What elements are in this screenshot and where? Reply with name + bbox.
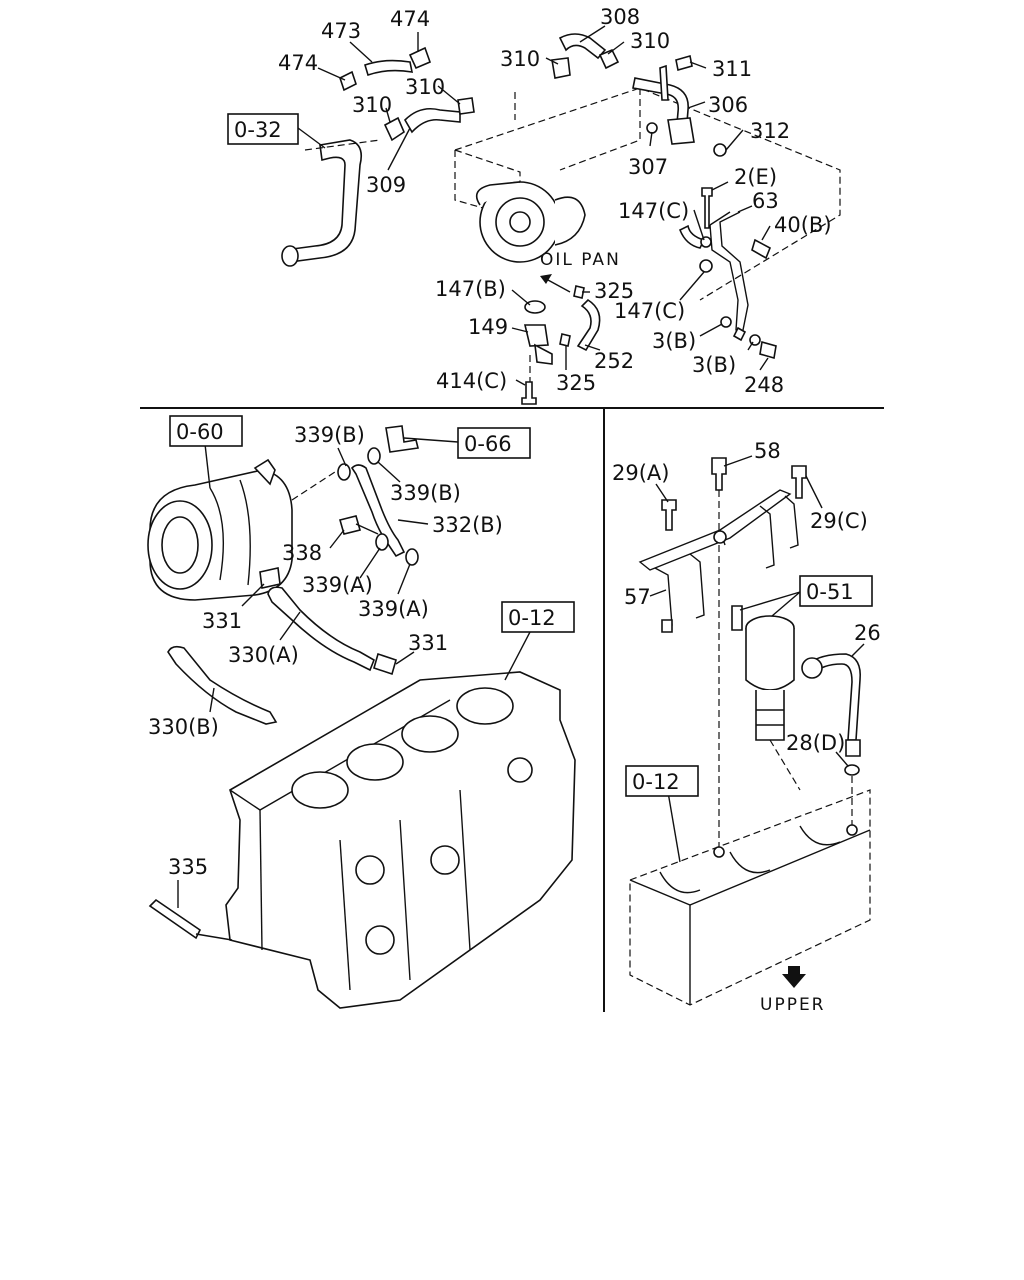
hose-473 xyxy=(364,59,414,77)
label-310: 310 xyxy=(405,75,445,99)
label-147c: 147(C) xyxy=(618,199,689,223)
oil-jet-bracket-57 xyxy=(638,489,799,633)
label-57: 57 xyxy=(624,585,651,609)
label-oil-pan: OIL PAN xyxy=(540,250,621,270)
label-149: 149 xyxy=(468,315,508,339)
ref-box-0-66[interactable] xyxy=(457,427,531,459)
water-pipe-032 xyxy=(283,139,363,263)
hose-308 xyxy=(558,33,607,60)
label-147c: 147(C) xyxy=(614,299,685,323)
label-29a: 29(A) xyxy=(612,461,669,485)
ref-0-12: 0-12 xyxy=(632,770,680,794)
label-325: 325 xyxy=(594,279,634,303)
label-311: 311 xyxy=(712,57,752,81)
label-307: 307 xyxy=(628,155,668,179)
ref-0-51: 0-51 xyxy=(806,580,854,604)
hose-330b xyxy=(167,645,278,725)
label-312: 312 xyxy=(750,119,790,143)
bolt-29a xyxy=(661,499,677,531)
label-309: 309 xyxy=(366,173,406,197)
label-414c: 414(C) xyxy=(436,369,507,393)
washer-28d xyxy=(844,764,860,776)
label-310: 310 xyxy=(352,93,392,117)
hose-330a xyxy=(267,586,376,672)
ref-0-32: 0-32 xyxy=(234,118,282,142)
ref-box-0-51[interactable] xyxy=(799,575,873,607)
label-3b: 3(B) xyxy=(652,329,696,353)
bolt-2e xyxy=(701,187,713,229)
label-248: 248 xyxy=(744,373,784,397)
label-331: 331 xyxy=(408,631,448,655)
bolt-58 xyxy=(711,457,727,491)
label-58: 58 xyxy=(754,439,781,463)
label-339b: 339(B) xyxy=(294,423,365,447)
label-310: 310 xyxy=(630,29,670,53)
label-252: 252 xyxy=(594,349,634,373)
label-147b: 147(B) xyxy=(435,277,506,301)
hose-252 xyxy=(576,298,601,352)
compressor-060 xyxy=(147,458,293,601)
label-306: 306 xyxy=(708,93,748,117)
clamp-331 xyxy=(373,652,397,676)
ref-0-60: 0-60 xyxy=(176,420,224,444)
pipe-63 xyxy=(709,211,749,337)
label-2e: 2(E) xyxy=(734,165,777,189)
label-28d: 28(D) xyxy=(786,731,845,755)
label-339a: 339(A) xyxy=(302,573,373,597)
top-panel: 473 474 474 308 310 310 310 310 311 306 … xyxy=(227,5,841,405)
oil-pan-arrow xyxy=(540,274,552,284)
bolt-414c xyxy=(521,381,537,405)
label-338: 338 xyxy=(282,541,322,565)
gasket-147b xyxy=(524,300,546,314)
label-310: 310 xyxy=(500,47,540,71)
bottom-left-panel: 339(B) 339(B) 332(B) 338 339(A) 339(A) 3… xyxy=(147,415,576,1009)
clamp-331 xyxy=(259,567,281,589)
label-3b: 3(B) xyxy=(692,353,736,377)
label-40b: 40(B) xyxy=(774,213,832,237)
bolt-29c xyxy=(791,465,807,499)
turbocharger xyxy=(475,181,586,263)
cylinder-block xyxy=(225,671,576,1009)
label-331: 331 xyxy=(202,609,242,633)
ref-0-66: 0-66 xyxy=(464,432,512,456)
bottom-right-panel: 58 29(A) 29(C) 57 26 28(D) UPPER 0-51 0-… xyxy=(612,439,881,1015)
label-332b: 332(B) xyxy=(432,513,503,537)
oil-filter-051 xyxy=(731,605,795,741)
label-330b: 330(B) xyxy=(148,715,219,739)
label-339b: 339(B) xyxy=(390,481,461,505)
label-upper: UPPER xyxy=(760,995,826,1015)
hose-332b xyxy=(350,464,406,558)
label-473: 473 xyxy=(321,19,361,43)
bolt-338 xyxy=(339,515,361,535)
label-474: 474 xyxy=(278,51,318,75)
label-29c: 29(C) xyxy=(810,509,868,533)
label-330a: 330(A) xyxy=(228,643,299,667)
label-335: 335 xyxy=(168,855,208,879)
label-339a: 339(A) xyxy=(358,597,429,621)
label-308: 308 xyxy=(600,5,640,29)
label-325: 325 xyxy=(556,371,596,395)
fitting-149 xyxy=(523,324,549,347)
ref-box-0-32[interactable] xyxy=(227,113,299,145)
ref-box-0-60[interactable] xyxy=(169,415,243,447)
upper-arrow-icon xyxy=(782,974,806,988)
stud-335 xyxy=(148,898,202,940)
ref-box-0-12[interactable] xyxy=(501,601,575,633)
label-26: 26 xyxy=(854,621,881,645)
ref-box-0-12[interactable] xyxy=(625,765,699,797)
ref-0-12: 0-12 xyxy=(508,606,556,630)
hose-309 xyxy=(403,107,461,134)
label-474: 474 xyxy=(390,7,430,31)
crankcase xyxy=(629,789,871,1006)
label-63: 63 xyxy=(752,189,779,213)
